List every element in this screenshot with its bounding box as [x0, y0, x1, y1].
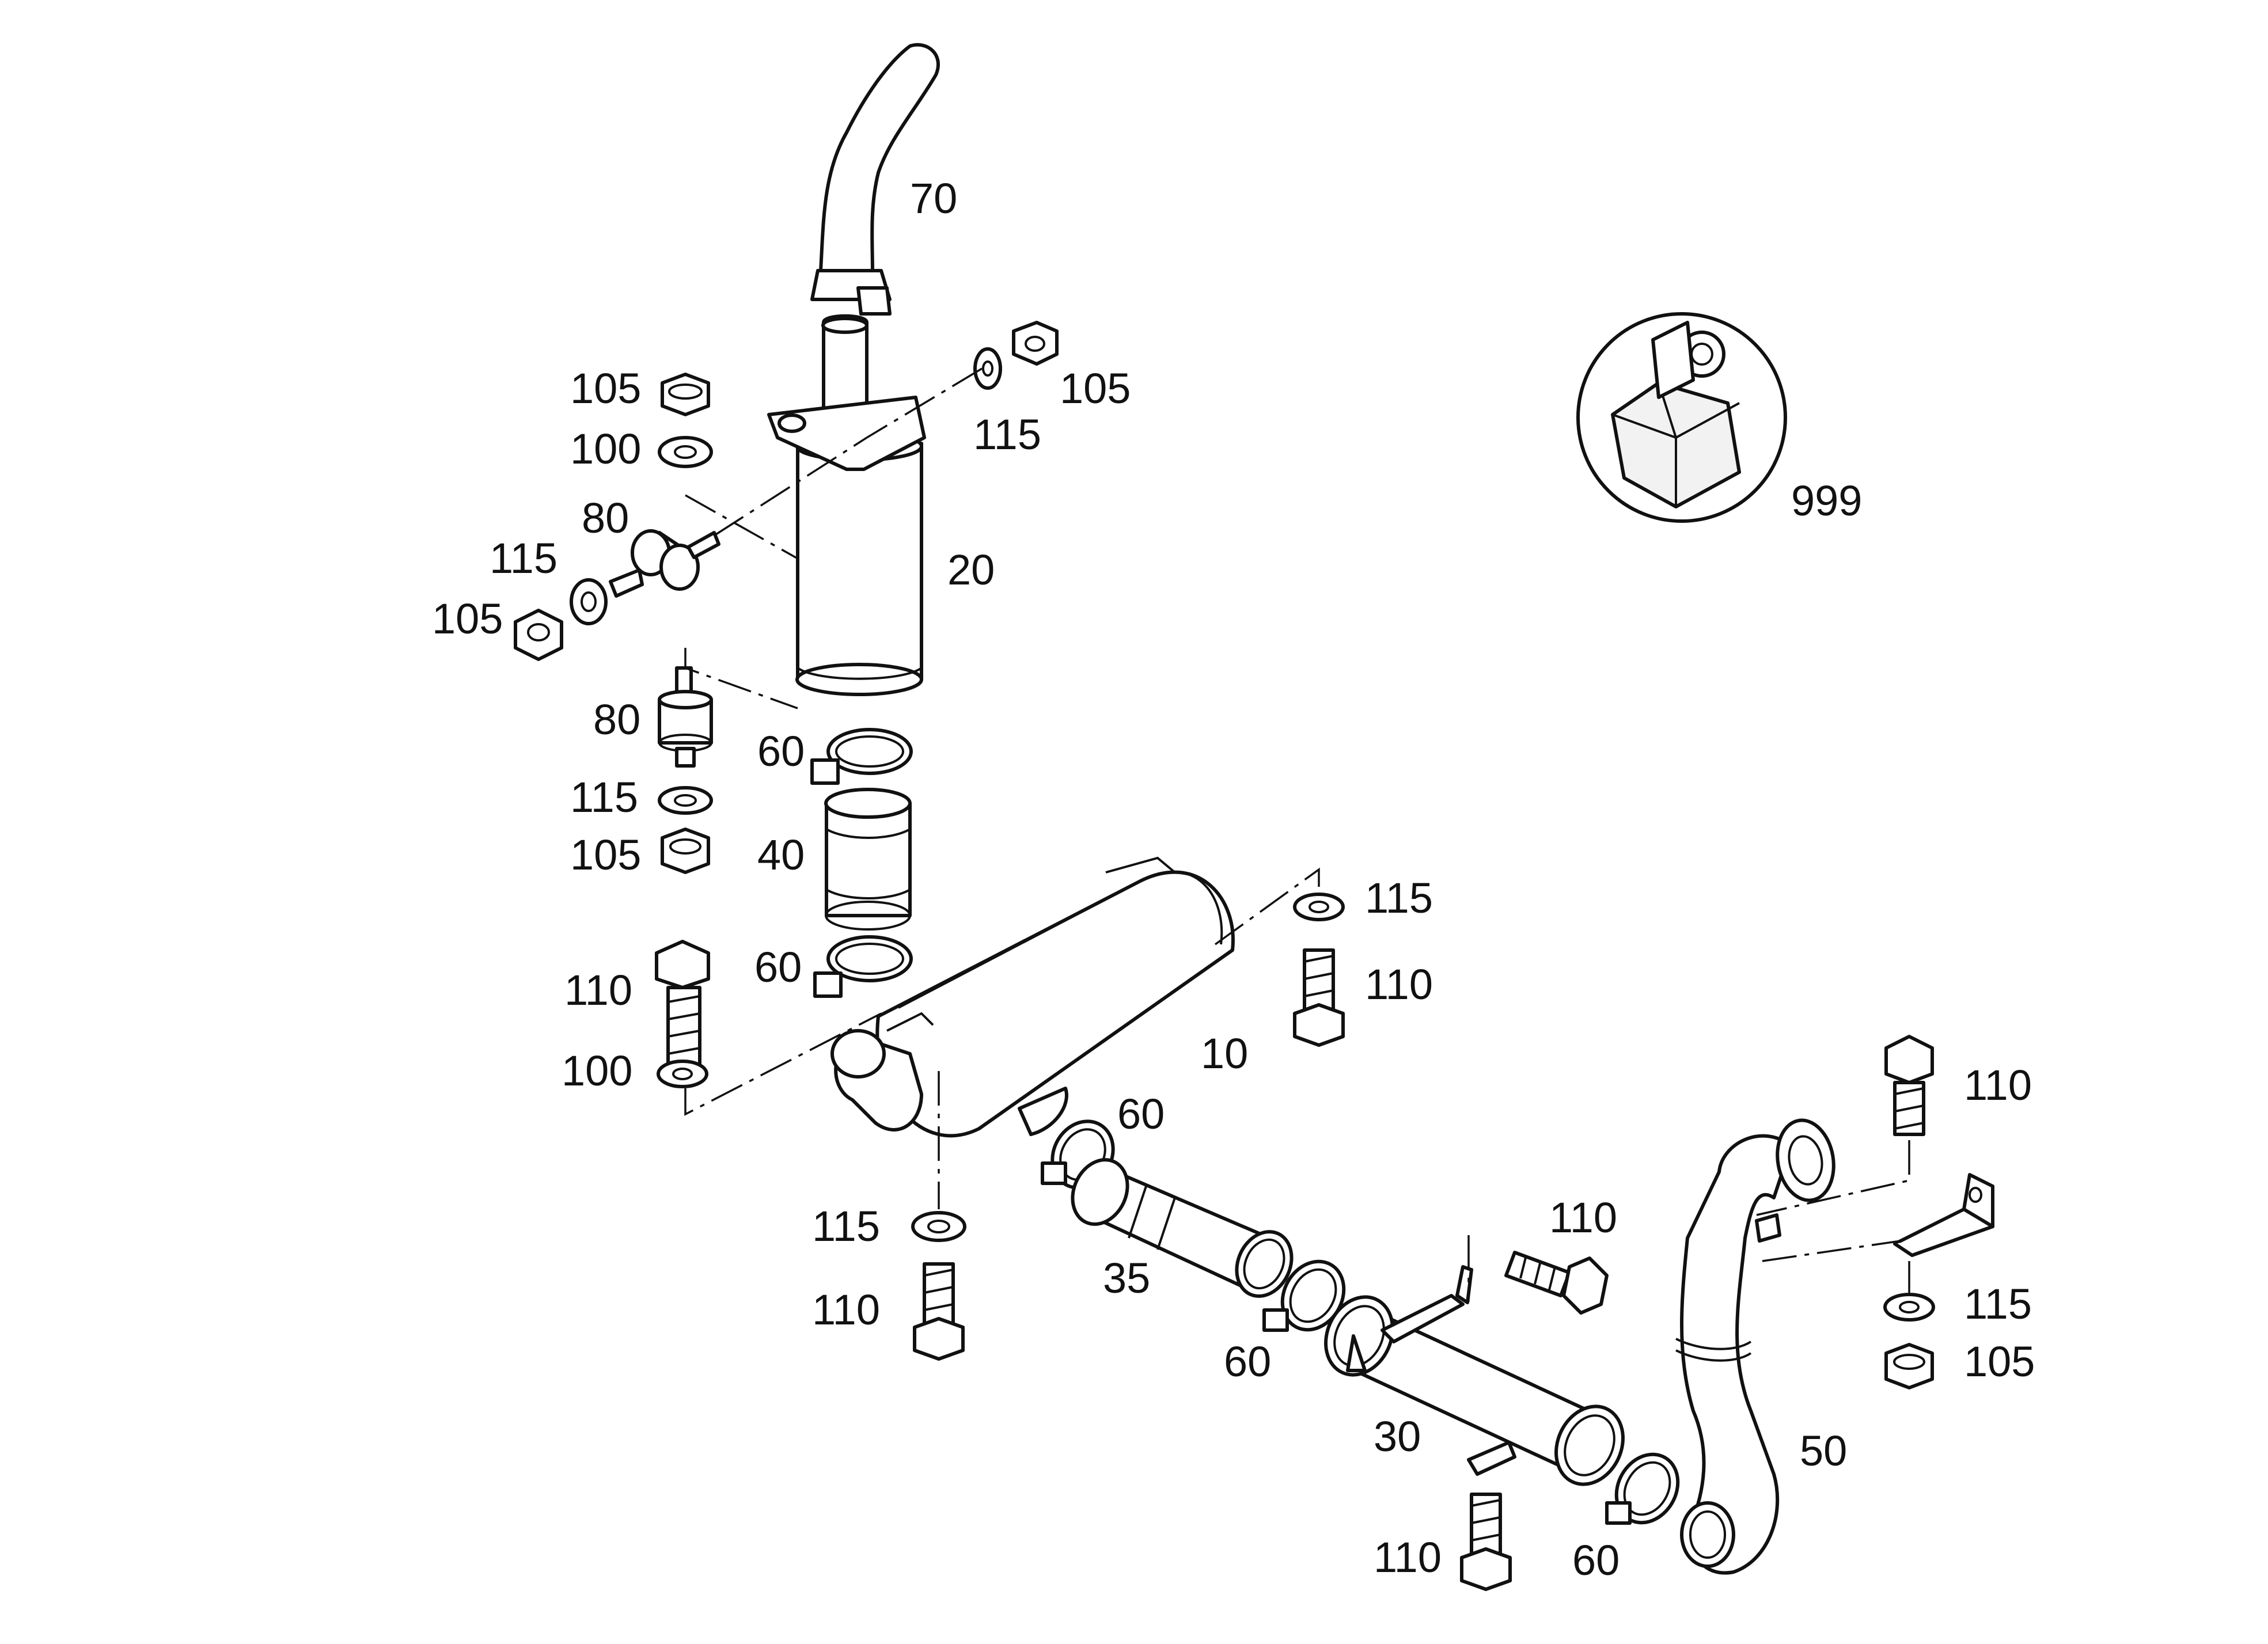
- callout-100-low: 100: [562, 1047, 632, 1095]
- rubber-mount-80-upper: [609, 529, 720, 598]
- callout-105-top-right: 105: [1060, 365, 1131, 412]
- washer-115-right-mid: [1293, 893, 1345, 921]
- parts-kit-box-icon: [1576, 312, 1787, 523]
- callout-115-low: 115: [812, 1202, 880, 1250]
- bolt-110-left: [655, 940, 710, 1073]
- callout-999: 999: [1791, 477, 1862, 525]
- rubber-mount-80-mid: [658, 666, 713, 768]
- bolt-110-bottom: [1460, 1493, 1512, 1591]
- washer-115-mid: [658, 786, 713, 815]
- callout-60-upper: 60: [757, 727, 805, 775]
- nut-105-left: [514, 609, 563, 661]
- callout-60-bottom: 60: [1572, 1536, 1620, 1584]
- nut-105-right: [1884, 1343, 1934, 1389]
- callout-10: 10: [1201, 1030, 1248, 1077]
- washer-100-low: [657, 1060, 708, 1088]
- clamp-60-bottom: [1605, 1452, 1680, 1525]
- nut-105-top-right: [1012, 321, 1059, 366]
- callout-115-left: 115: [490, 534, 557, 582]
- bolt-110-right-mid: [1293, 948, 1345, 1047]
- callout-110-center: 110: [1549, 1194, 1617, 1241]
- callout-110-left: 110: [564, 966, 632, 1014]
- bolt-110-low: [913, 1262, 965, 1361]
- callout-70: 70: [910, 174, 957, 222]
- callout-60-mid: 60: [754, 943, 802, 991]
- callout-105-left: 105: [432, 595, 503, 643]
- washer-115-low: [911, 1211, 966, 1242]
- callout-50: 50: [1800, 1427, 1847, 1475]
- clamp-60-upper: [810, 728, 913, 785]
- exhaust-pipe-50: [1675, 1118, 1835, 1575]
- callout-40: 40: [757, 831, 805, 879]
- callout-115-right: 115: [1964, 1280, 2032, 1328]
- callout-115-mid: 115: [570, 773, 638, 821]
- washer-115-top-right: [973, 347, 1002, 390]
- callout-110-low: 110: [812, 1286, 880, 1334]
- nut-105-top-left: [661, 373, 710, 416]
- bolt-110-right: [1884, 1035, 1934, 1136]
- callout-60-center: 60: [1117, 1090, 1165, 1138]
- leader-lines: [684, 367, 1910, 1301]
- callout-35: 35: [1103, 1254, 1150, 1302]
- washer-100-top-left: [658, 436, 713, 468]
- callout-105-top-left: 105: [570, 365, 641, 412]
- pipe-30: [1324, 1265, 1625, 1486]
- main-silencer-10: [830, 856, 1235, 1138]
- callout-115-right-mid: 115: [1365, 874, 1433, 922]
- tube-40: [824, 788, 912, 931]
- callouts: 70 105 100 80 115 105 105 115 20 999 80 …: [432, 174, 2035, 1584]
- nut-105-mid: [661, 827, 710, 874]
- callout-80-mid: 80: [593, 696, 640, 743]
- flex-pipe-35: [1071, 1158, 1294, 1298]
- callout-20: 20: [947, 546, 995, 594]
- callout-30: 30: [1374, 1413, 1421, 1460]
- bracket-right: [1893, 1173, 1994, 1257]
- washer-115-right: [1883, 1293, 1935, 1322]
- callout-105-mid: 105: [570, 831, 641, 879]
- tail-pipe-70: [810, 43, 940, 316]
- callout-60-lower: 60: [1224, 1338, 1271, 1385]
- callout-105-right: 105: [1964, 1338, 2035, 1385]
- bolt-110-center: [1504, 1251, 1609, 1315]
- callout-80-top: 80: [582, 494, 629, 542]
- callout-100-top: 100: [570, 425, 641, 473]
- vertical-muffler-20: [767, 314, 926, 696]
- washer-115-left: [570, 578, 608, 625]
- callout-110-bottom: 110: [1374, 1533, 1442, 1581]
- callout-110-right: 110: [1964, 1061, 2032, 1109]
- callout-115-top-right: 115: [973, 411, 1041, 458]
- callout-110-right-mid: 110: [1365, 960, 1433, 1008]
- clamp-60-mid: [813, 935, 913, 998]
